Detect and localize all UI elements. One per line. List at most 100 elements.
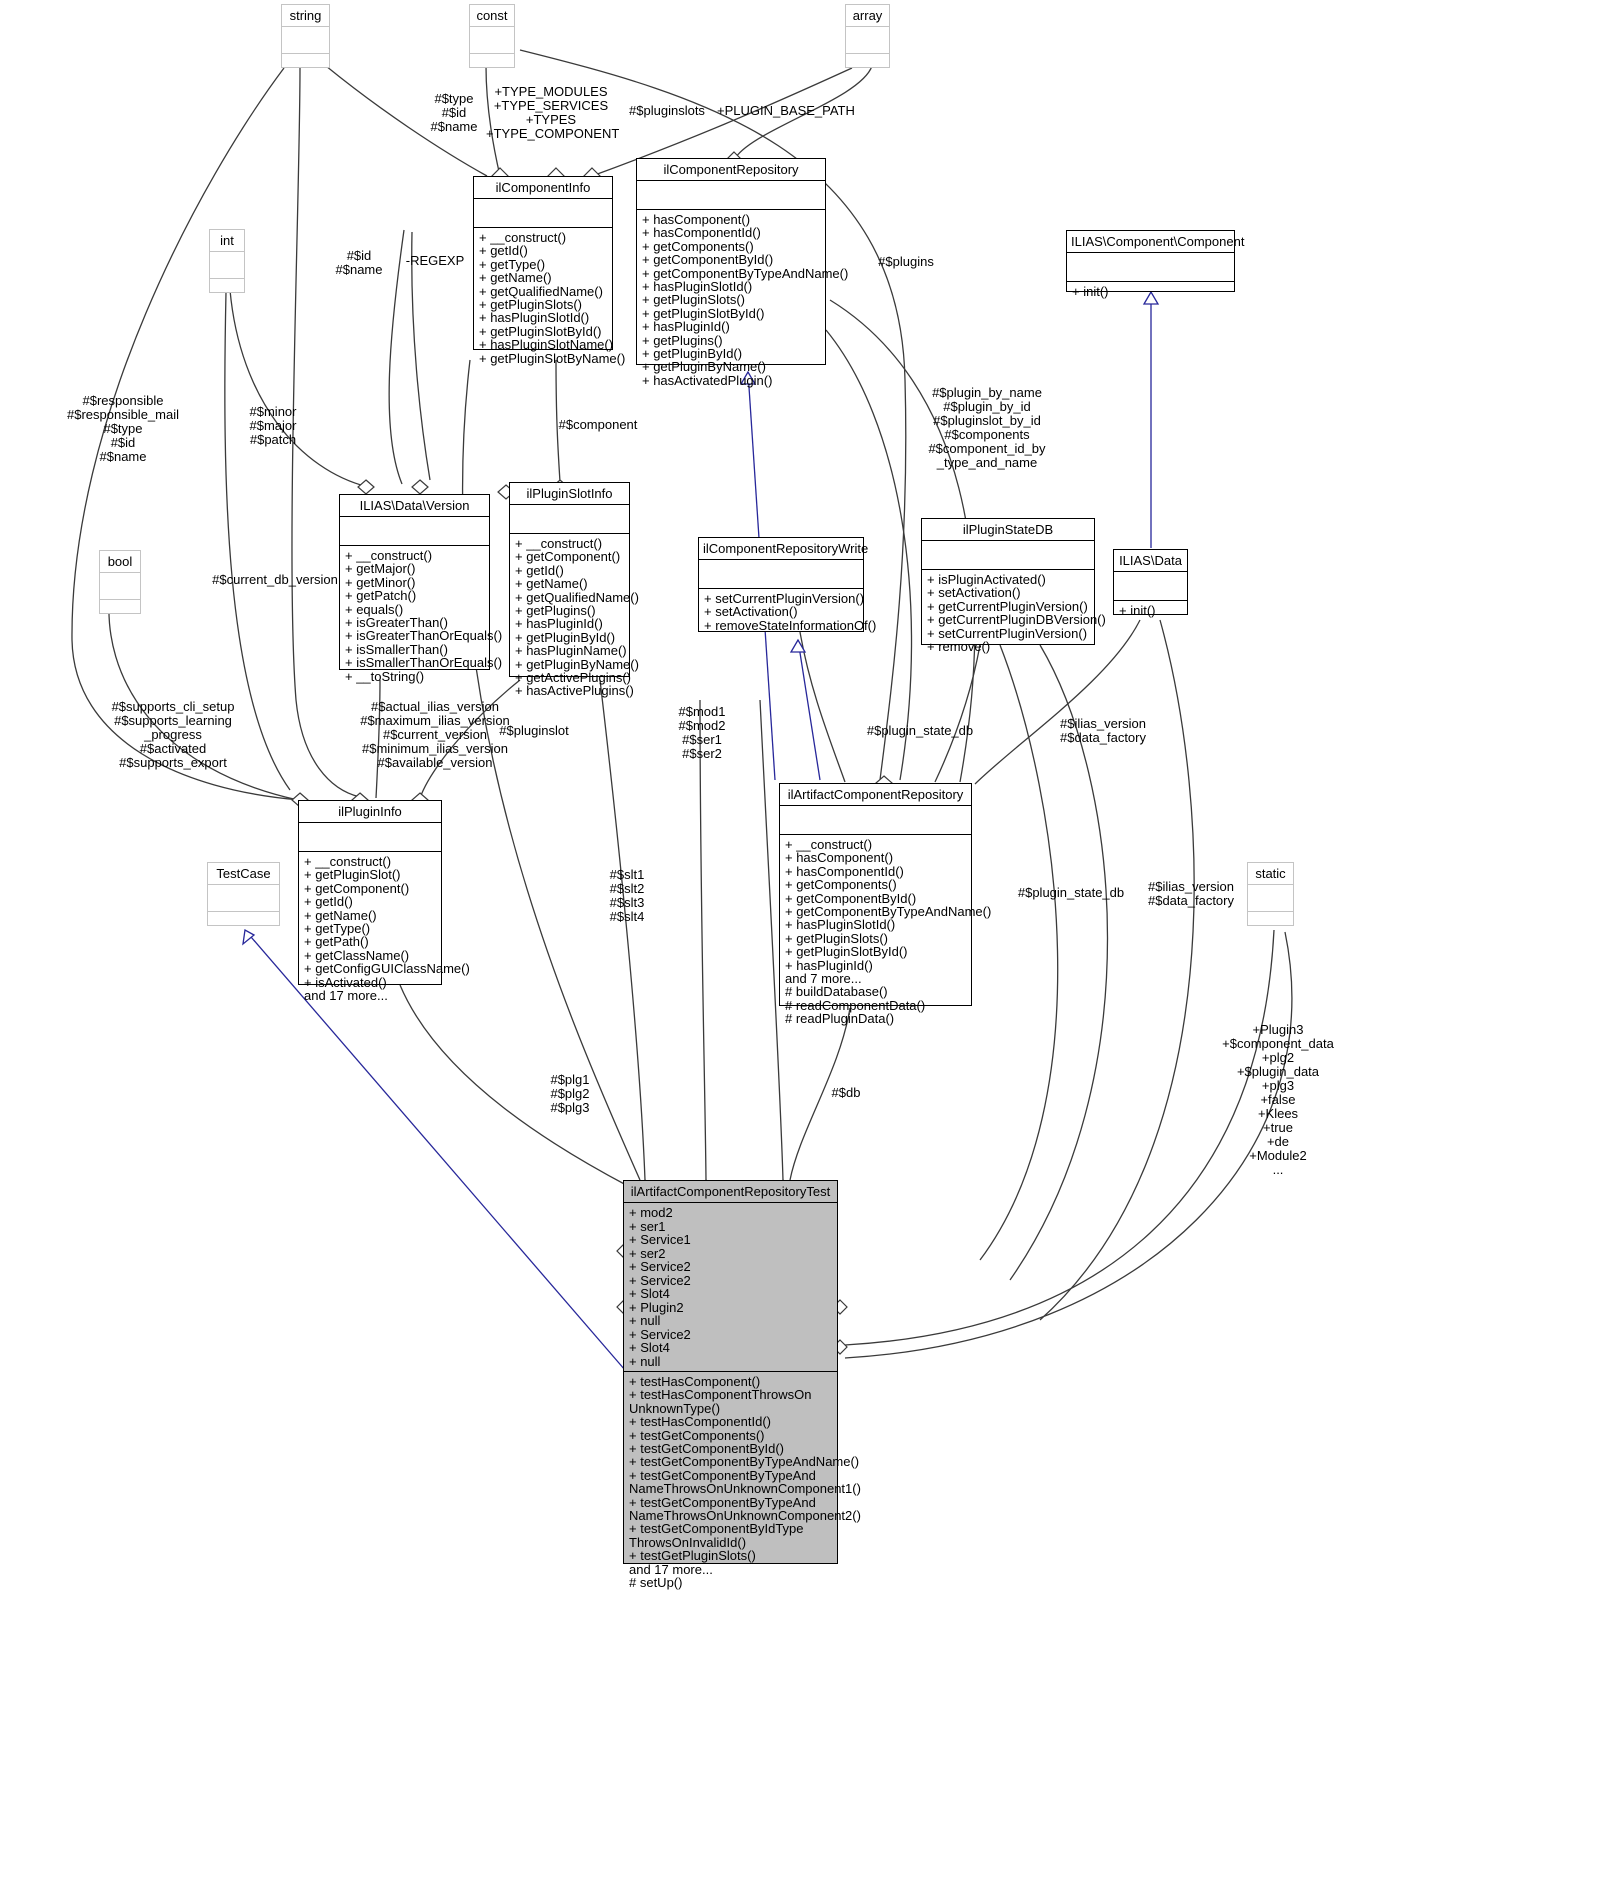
operation-row: + setActivation()	[704, 604, 798, 620]
operation-row: + getPlugins()	[642, 332, 723, 348]
edge-label-pluginslot: #$pluginslot	[499, 723, 569, 738]
class-attributes	[699, 560, 863, 589]
operation-row: + getPath()	[304, 934, 369, 950]
operation-row: + getComponentByTypeAndName()	[785, 904, 992, 920]
class-box-ilartifactcomponentrepositorytest[interactable]: ilArtifactComponentRepositoryTest + mod2…	[623, 1180, 861, 1590]
class-box-ilpluginslotinfo[interactable]: ilPluginSlotInfo + __construct() + getCo…	[509, 482, 639, 698]
class-title: string	[282, 5, 329, 27]
class-box-string[interactable]: string	[281, 4, 330, 68]
operation-row: + hasPluginSlotId()	[479, 310, 590, 326]
class-box-ilplugininfo[interactable]: ilPluginInfo + __construct() + getPlugin…	[298, 800, 470, 1002]
operation-row: + remove()	[927, 639, 991, 655]
edge-label-version-block: #$actual_ilias_version #$maximum_ilias_v…	[360, 699, 510, 770]
class-title: ilComponentRepositoryWrite	[699, 538, 868, 560]
class-box-static[interactable]: static	[1247, 862, 1294, 926]
operation-row: + init()	[1119, 603, 1156, 618]
edge-label-component: #$component	[558, 417, 638, 432]
operation-row: + getComponentByTypeAndName()	[642, 265, 849, 281]
operation-row: + testGetPluginSlots()	[629, 1548, 756, 1564]
operation-row: + __construct()	[515, 536, 603, 551]
class-title: const	[470, 5, 514, 27]
operation-row: + testHasComponentThrowsOn	[629, 1387, 812, 1403]
operation-row: + getPluginById()	[642, 346, 743, 362]
class-operations	[208, 912, 279, 944]
class-box-ilias-component-component[interactable]: ILIAS\Component\Component + init()	[1066, 230, 1244, 298]
attribute-row: + Service2	[629, 1326, 691, 1342]
class-box-ilcomponentrepository[interactable]: ilComponentRepository + hasComponent() +…	[636, 158, 849, 387]
class-box-array[interactable]: array	[845, 4, 890, 68]
class-box-ilpluginstatedb[interactable]: ilPluginStateDB + isPluginActivated() + …	[921, 518, 1106, 653]
class-box-testcase[interactable]: TestCase	[207, 862, 280, 926]
operation-row: + init()	[1072, 284, 1109, 299]
operation-row: + setActivation()	[927, 585, 1021, 601]
class-attributes	[1248, 885, 1293, 912]
edge-label-current-db-version: #$current_db_version	[212, 572, 338, 587]
class-title: ILIAS\Data	[1114, 550, 1187, 572]
operation-row: + __construct()	[304, 854, 392, 869]
edge-label-type-consts: +TYPE_MODULES +TYPE_SERVICES +TYPES +TYP…	[486, 84, 620, 141]
operation-row: + testGetComponentByTypeAnd	[629, 1494, 816, 1510]
edge-label-type-id-name: #$type #$id #$name	[430, 91, 478, 134]
class-attributes	[340, 517, 489, 546]
operation-row: + getComponentById()	[642, 252, 774, 268]
edge-label-plg: #$plg1 #$plg2 #$plg3	[550, 1072, 590, 1115]
operation-row: + getName()	[479, 270, 552, 286]
class-title: ilPluginStateDB	[922, 519, 1094, 541]
operation-row: + getActivePlugins()	[515, 670, 631, 686]
class-attributes	[208, 885, 279, 912]
operation-row: + getId()	[515, 562, 564, 578]
operation-row: + getType()	[479, 256, 546, 272]
operation-row: # setUp()	[629, 1575, 683, 1591]
class-box-ilias-data-version[interactable]: ILIAS\Data\Version + __construct() + get…	[339, 494, 502, 683]
operation-row: + getName()	[304, 907, 377, 923]
edge-label-minor-major-patch: #$minor #$major #$patch	[249, 404, 297, 447]
operation-row: + getPluginSlots()	[479, 297, 582, 313]
attribute-row: + null	[629, 1313, 661, 1328]
operation-row: + hasActivePlugins()	[515, 683, 634, 699]
operation-row: # readComponentData()	[785, 997, 926, 1013]
class-box-ilcomponentrepositorywrite[interactable]: ilComponentRepositoryWrite + setCurrentP…	[698, 537, 876, 632]
operation-row: and 17 more...	[629, 1561, 713, 1577]
operation-row: ThrowsOnInvalidId()	[629, 1534, 747, 1550]
edge-label-plugin-maps: #$plugin_by_name #$plugin_by_id #$plugin…	[928, 385, 1046, 470]
class-operations: + __construct() + getMajor() + getMinor(…	[340, 546, 502, 686]
operation-row: # buildDatabase()	[785, 984, 888, 1000]
class-box-ilias-data[interactable]: ILIAS\Data + init()	[1113, 549, 1188, 618]
attribute-row: + Service1	[629, 1232, 691, 1247]
class-box-int[interactable]: int	[209, 229, 245, 293]
operation-row: # readPluginData()	[785, 1011, 895, 1027]
class-title: ilArtifactComponentRepository	[780, 784, 971, 806]
operation-row: + getMajor()	[345, 561, 416, 577]
edge-label-plugin-state-db-left: #$plugin_state_db	[866, 723, 974, 738]
class-operations: + testHasComponent() + testHasComponentT…	[624, 1372, 861, 1593]
operation-row: + getPluginSlotById()	[785, 944, 908, 960]
class-operations: + __construct() + getId() + getType() + …	[474, 228, 625, 368]
operation-row: + hasPluginName()	[515, 643, 627, 659]
class-attributes	[637, 181, 825, 210]
operation-row: + testGetComponentByIdType	[629, 1521, 804, 1537]
class-box-ilartifactcomponentrepository[interactable]: ilArtifactComponentRepository + __constr…	[779, 783, 992, 1026]
operation-row: + __construct()	[345, 548, 433, 563]
operation-row: + __construct()	[785, 837, 873, 852]
operation-row: + __construct()	[479, 230, 567, 245]
class-operations	[846, 54, 889, 86]
edge-label-id-name: #$id #$name	[335, 248, 383, 277]
operation-row: + testGetComponentByTypeAndName()	[629, 1454, 860, 1470]
class-attributes	[780, 806, 971, 835]
class-box-ilcomponentinfo[interactable]: ilComponentInfo + __construct() + getId(…	[473, 176, 625, 365]
operation-row: + getMinor()	[345, 574, 416, 590]
class-attributes	[510, 505, 629, 534]
operation-row: + testGetComponentById()	[629, 1441, 784, 1457]
attribute-row: + ser1	[629, 1218, 666, 1234]
operation-row: + hasComponent()	[785, 850, 894, 866]
operation-row: + getName()	[515, 576, 588, 592]
operation-row: + getCurrentPluginVersion()	[927, 598, 1088, 614]
operation-row: + getPluginSlot()	[304, 867, 401, 883]
operation-row: + getType()	[304, 921, 371, 937]
class-box-bool[interactable]: bool	[99, 550, 141, 614]
edge-label-plugin-state-db-right: #$plugin_state_db	[1017, 885, 1125, 900]
operation-row: + testGetComponents()	[629, 1427, 765, 1443]
operation-row: + getId()	[304, 894, 353, 910]
edge-label-ilias-version-data-factory-right: #$ilias_version #$data_factory	[1147, 879, 1234, 908]
class-box-const[interactable]: const	[469, 4, 515, 68]
